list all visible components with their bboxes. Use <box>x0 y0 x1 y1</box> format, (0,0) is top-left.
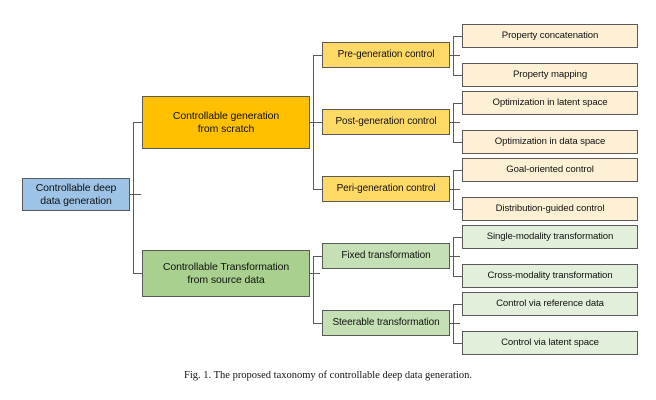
connector-fixed-to-leaf-2 <box>453 276 463 277</box>
connector-post-stub <box>450 122 460 123</box>
connector-fixed-stub <box>450 256 460 257</box>
node-root[interactable]: Controllable deep data generation <box>22 178 130 211</box>
connector-fixed-trunk <box>453 237 454 276</box>
connector-pre-stub <box>450 55 460 56</box>
node-peri-generation-control[interactable]: Peri-generation control <box>322 176 450 202</box>
connector-steerable-to-leaf-1 <box>453 304 463 305</box>
leaf-control-via-reference-data[interactable]: Control via reference data <box>462 292 638 316</box>
leaf-goal-oriented-control[interactable]: Goal-oriented control <box>462 158 638 182</box>
connector-root-to-transformation <box>133 273 143 274</box>
connector-generation-to-post <box>313 122 323 123</box>
connector-pre-to-leaf-1 <box>453 36 463 37</box>
leaf-property-mapping[interactable]: Property mapping <box>462 63 638 87</box>
connector-root-to-generation <box>133 122 143 123</box>
node-steerable-transformation[interactable]: Steerable transformation <box>322 310 450 336</box>
node-fixed-transformation[interactable]: Fixed transformation <box>322 243 450 269</box>
leaf-single-modality-transformation[interactable]: Single-modality transformation <box>462 225 638 249</box>
leaf-optimization-in-data-space[interactable]: Optimization in data space <box>462 130 638 154</box>
connector-transformation-to-fixed <box>313 256 323 257</box>
node-controllable-transformation-from-source-data[interactable]: Controllable Transformation from source … <box>142 250 310 297</box>
connector-post-to-leaf-1 <box>453 103 463 104</box>
connector-root-trunk <box>133 122 134 273</box>
connector-generation-to-peri <box>313 189 323 190</box>
connector-fixed-to-leaf-1 <box>453 237 463 238</box>
leaf-cross-modality-transformation[interactable]: Cross-modality transformation <box>462 264 638 288</box>
leaf-control-via-latent-space[interactable]: Control via latent space <box>462 331 638 355</box>
connector-post-trunk <box>453 103 454 142</box>
connector-transformation-trunk <box>313 256 314 324</box>
node-pre-generation-control[interactable]: Pre-generation control <box>322 42 450 68</box>
connector-peri-stub <box>450 189 460 190</box>
connector-generation-to-pre <box>313 55 323 56</box>
connector-peri-to-leaf-1 <box>453 170 463 171</box>
connector-steerable-stub <box>450 323 460 324</box>
node-post-generation-control[interactable]: Post-generation control <box>322 109 450 135</box>
leaf-property-concatenation[interactable]: Property concatenation <box>462 24 638 48</box>
connector-pre-trunk <box>453 36 454 75</box>
connector-peri-to-leaf-2 <box>453 209 463 210</box>
connector-root-stub <box>130 194 141 195</box>
connector-transformation-stub <box>310 273 320 274</box>
figure-caption: Fig. 1. The proposed taxonomy of control… <box>184 370 472 381</box>
connector-pre-to-leaf-2 <box>453 75 463 76</box>
connector-steerable-trunk <box>453 304 454 343</box>
connector-transformation-to-steerable <box>313 323 323 324</box>
connector-peri-trunk <box>453 170 454 209</box>
leaf-optimization-in-latent-space[interactable]: Optimization in latent space <box>462 91 638 115</box>
leaf-distribution-guided-control[interactable]: Distribution-guided control <box>462 197 638 221</box>
connector-steerable-to-leaf-2 <box>453 343 463 344</box>
node-controllable-generation-from-scratch[interactable]: Controllable generation from scratch <box>142 96 310 149</box>
connector-post-to-leaf-2 <box>453 142 463 143</box>
